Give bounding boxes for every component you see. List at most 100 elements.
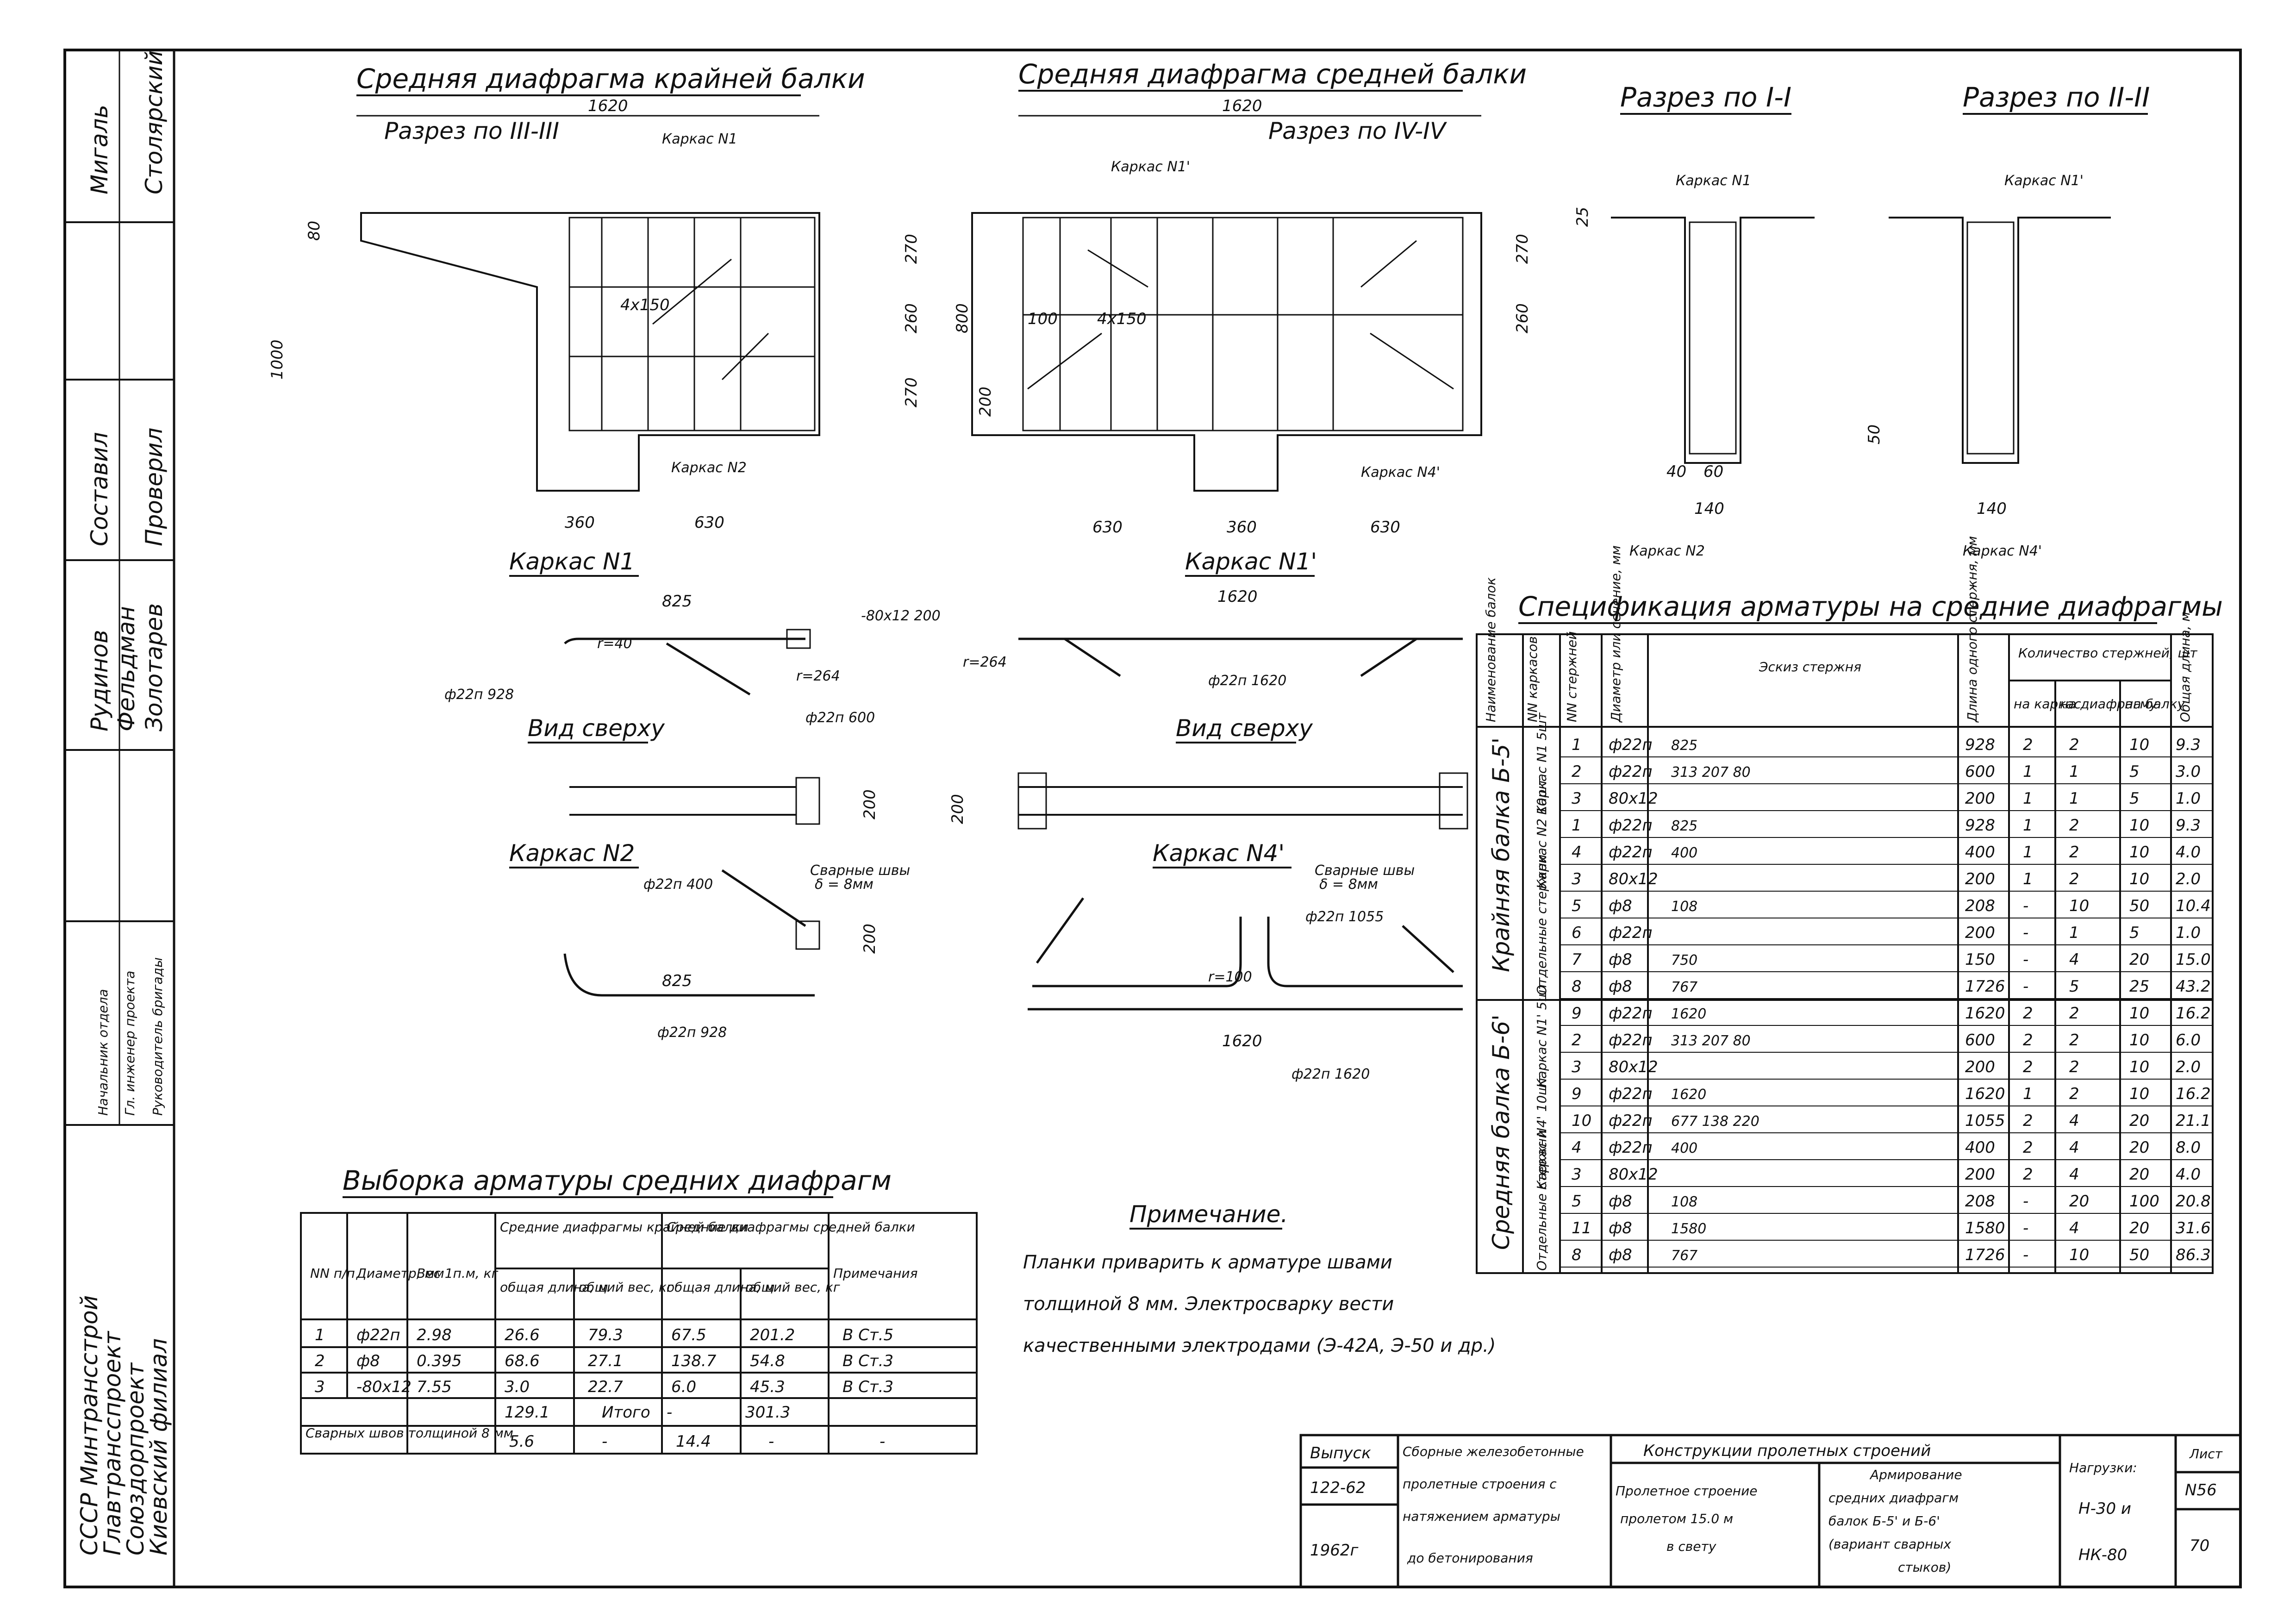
sample-cell: 138.7 bbox=[671, 1352, 717, 1370]
spec-cell: 21.1 bbox=[2176, 1112, 2211, 1130]
sec1-karkas-n1: Каркас N1 bbox=[1676, 173, 1751, 189]
stamp-name-2: Столярский bbox=[141, 50, 168, 194]
spec-table: Спецификация арматуры на средние диафраг… bbox=[1476, 536, 2223, 1274]
spec-cell: 15.0 bbox=[2176, 950, 2211, 969]
spec-h-beam: Наименование балок bbox=[1483, 577, 1498, 722]
dim-360-left: 360 bbox=[565, 513, 595, 532]
sample-h-5: общая длина, м bbox=[667, 1280, 775, 1295]
spec-h-dia-sec: Диаметр или сечение, мм bbox=[1608, 545, 1623, 723]
spec-cell: 1 bbox=[2069, 924, 2079, 942]
note-line-3: качественными электродами (Э-42А, Э-50 и… bbox=[1023, 1335, 1496, 1356]
spec-cell: 1726 bbox=[1965, 1246, 2005, 1264]
spec-cell: ф22п bbox=[1609, 736, 1653, 754]
spec-cell: 50 bbox=[2129, 1246, 2149, 1264]
sample-group-1: Средние диафрагмы крайней балки bbox=[500, 1219, 749, 1235]
spec-cell: 4.0 bbox=[2176, 843, 2201, 862]
stamp-org-2: Главтрансспроект bbox=[99, 1330, 126, 1555]
spec-cell: 3 bbox=[1572, 789, 1582, 808]
spec-cell: 313 207 80 bbox=[1671, 1033, 1751, 1049]
spec-cell: 16.2 bbox=[2176, 1085, 2211, 1103]
spec-cell: ф22п bbox=[1609, 924, 1653, 942]
stamp-role-6: Гл. инженер проекта bbox=[122, 971, 137, 1116]
spec-cell: ф8 bbox=[1609, 1246, 1632, 1264]
spec-cell: 10 bbox=[1572, 1112, 1591, 1130]
tb-load-label: Нагрузки: bbox=[2069, 1460, 2137, 1475]
top-view-title-left: Вид сверху bbox=[528, 715, 665, 742]
spec-cell: 10 bbox=[2129, 1031, 2149, 1049]
spec-sub-4: Каркас N1' 5шт bbox=[1534, 982, 1549, 1088]
spec-cell: 208 bbox=[1965, 897, 1995, 915]
sample-weld-4: - bbox=[880, 1432, 885, 1451]
note-line-2: толщиной 8 мм. Электросварку вести bbox=[1023, 1293, 1394, 1315]
section-2-title: Разрез по II-II bbox=[1963, 81, 2150, 113]
tb-span-3: в свету bbox=[1666, 1539, 1716, 1554]
spec-cell: 2 bbox=[2069, 1031, 2079, 1049]
spec-cell: 2 bbox=[2023, 1031, 2033, 1049]
k1-r264: r=264 bbox=[796, 668, 840, 684]
spec-cell: 31.6 bbox=[2176, 1219, 2211, 1237]
spec-cell: 5 bbox=[2129, 789, 2140, 808]
spec-cell: 2 bbox=[2069, 1085, 2079, 1103]
k4p-weld-t: δ = 8мм bbox=[1319, 876, 1378, 893]
spec-group-2: Средняя балка Б-6' bbox=[1488, 1014, 1515, 1250]
spec-cell: 86.3 bbox=[2176, 1246, 2211, 1264]
spec-cell: 2 bbox=[2023, 1138, 2033, 1157]
spec-cell: 1726 bbox=[1965, 977, 2005, 996]
tb-issue-label: Выпуск bbox=[1310, 1444, 1371, 1462]
spec-cell: ф8 bbox=[1609, 1192, 1632, 1211]
spec-cell: 4 bbox=[2069, 1219, 2079, 1237]
spec-cell: 2 bbox=[2023, 1165, 2033, 1184]
spec-cell: 400 bbox=[1965, 843, 1995, 862]
sample-cell: 2 bbox=[315, 1352, 325, 1370]
spec-cell: 677 138 220 bbox=[1671, 1113, 1759, 1130]
karkas-1p-title: Каркас N1' bbox=[1185, 548, 1317, 575]
stamp-role-4: Фельдман bbox=[113, 606, 140, 731]
spec-cell: 10 bbox=[2129, 816, 2149, 835]
spec-cell: 20 bbox=[2129, 1219, 2149, 1237]
spec-cell: 4 bbox=[2069, 1165, 2079, 1184]
spec-cell: 10.4 bbox=[2176, 897, 2211, 915]
sample-weld-3: - bbox=[768, 1432, 774, 1451]
spec-cell: 10 bbox=[2069, 1246, 2089, 1264]
sample-cell: ф8 bbox=[356, 1352, 380, 1370]
spec-sub-3: Отдельные стержни bbox=[1534, 855, 1549, 995]
spec-sub-2: Каркас N2 10шт bbox=[1534, 778, 1549, 889]
spec-cell: ф22п bbox=[1609, 1138, 1653, 1157]
spec-cell: 5 bbox=[1572, 897, 1582, 915]
spec-cell: 1 bbox=[1572, 816, 1582, 835]
top-dim-200-mid: 200 bbox=[948, 794, 967, 824]
spec-cell: 9.3 bbox=[2176, 816, 2201, 835]
spec-cell: 5 bbox=[1572, 1192, 1582, 1211]
dim-630-left: 630 bbox=[694, 513, 724, 532]
sample-cell: 27.1 bbox=[588, 1352, 623, 1370]
spec-cell: 11 bbox=[1572, 1219, 1591, 1237]
spec-cell: 400 bbox=[1671, 845, 1697, 861]
sample-total-left: 129.1 bbox=[505, 1403, 549, 1422]
sec1-karkas-n2: Каркас N2 bbox=[1629, 543, 1705, 559]
dim-1000: 1000 bbox=[268, 339, 287, 380]
spec-sub-1: Каркас N1 5шт bbox=[1534, 712, 1549, 815]
sample-cell: 201.2 bbox=[750, 1326, 795, 1344]
spec-cell: 8.0 bbox=[2176, 1138, 2201, 1157]
karkas-n1-detail: Каркас N1 825 -80x12 200 ф22п 928 ф22п 6… bbox=[444, 548, 941, 825]
sample-h-7: Примечания bbox=[833, 1266, 917, 1281]
spec-cell: 5 bbox=[2069, 977, 2079, 996]
tb-series-3: натяжением арматуры bbox=[1403, 1509, 1560, 1524]
section-3-title: Разрез по III-III bbox=[384, 118, 559, 144]
note-block: Примечание. Планки приварить к арматуре … bbox=[1023, 1201, 1496, 1356]
spec-cell: 600 bbox=[1965, 1031, 1995, 1049]
spec-cell: 1620 bbox=[1965, 1085, 2005, 1103]
tb-span-2: пролетом 15.0 м bbox=[1620, 1511, 1733, 1526]
spec-h-len: Длина одного стержня, мм bbox=[1965, 536, 1980, 723]
spec-cell: ф22п bbox=[1609, 762, 1653, 781]
spec-cell: - bbox=[2023, 897, 2028, 915]
spec-cell: 2 bbox=[2023, 736, 2033, 754]
spec-cell: 16.2 bbox=[2176, 1004, 2211, 1023]
tb-series-4: до бетонирования bbox=[1407, 1550, 1533, 1566]
tb-year: 1962г bbox=[1310, 1541, 1359, 1560]
